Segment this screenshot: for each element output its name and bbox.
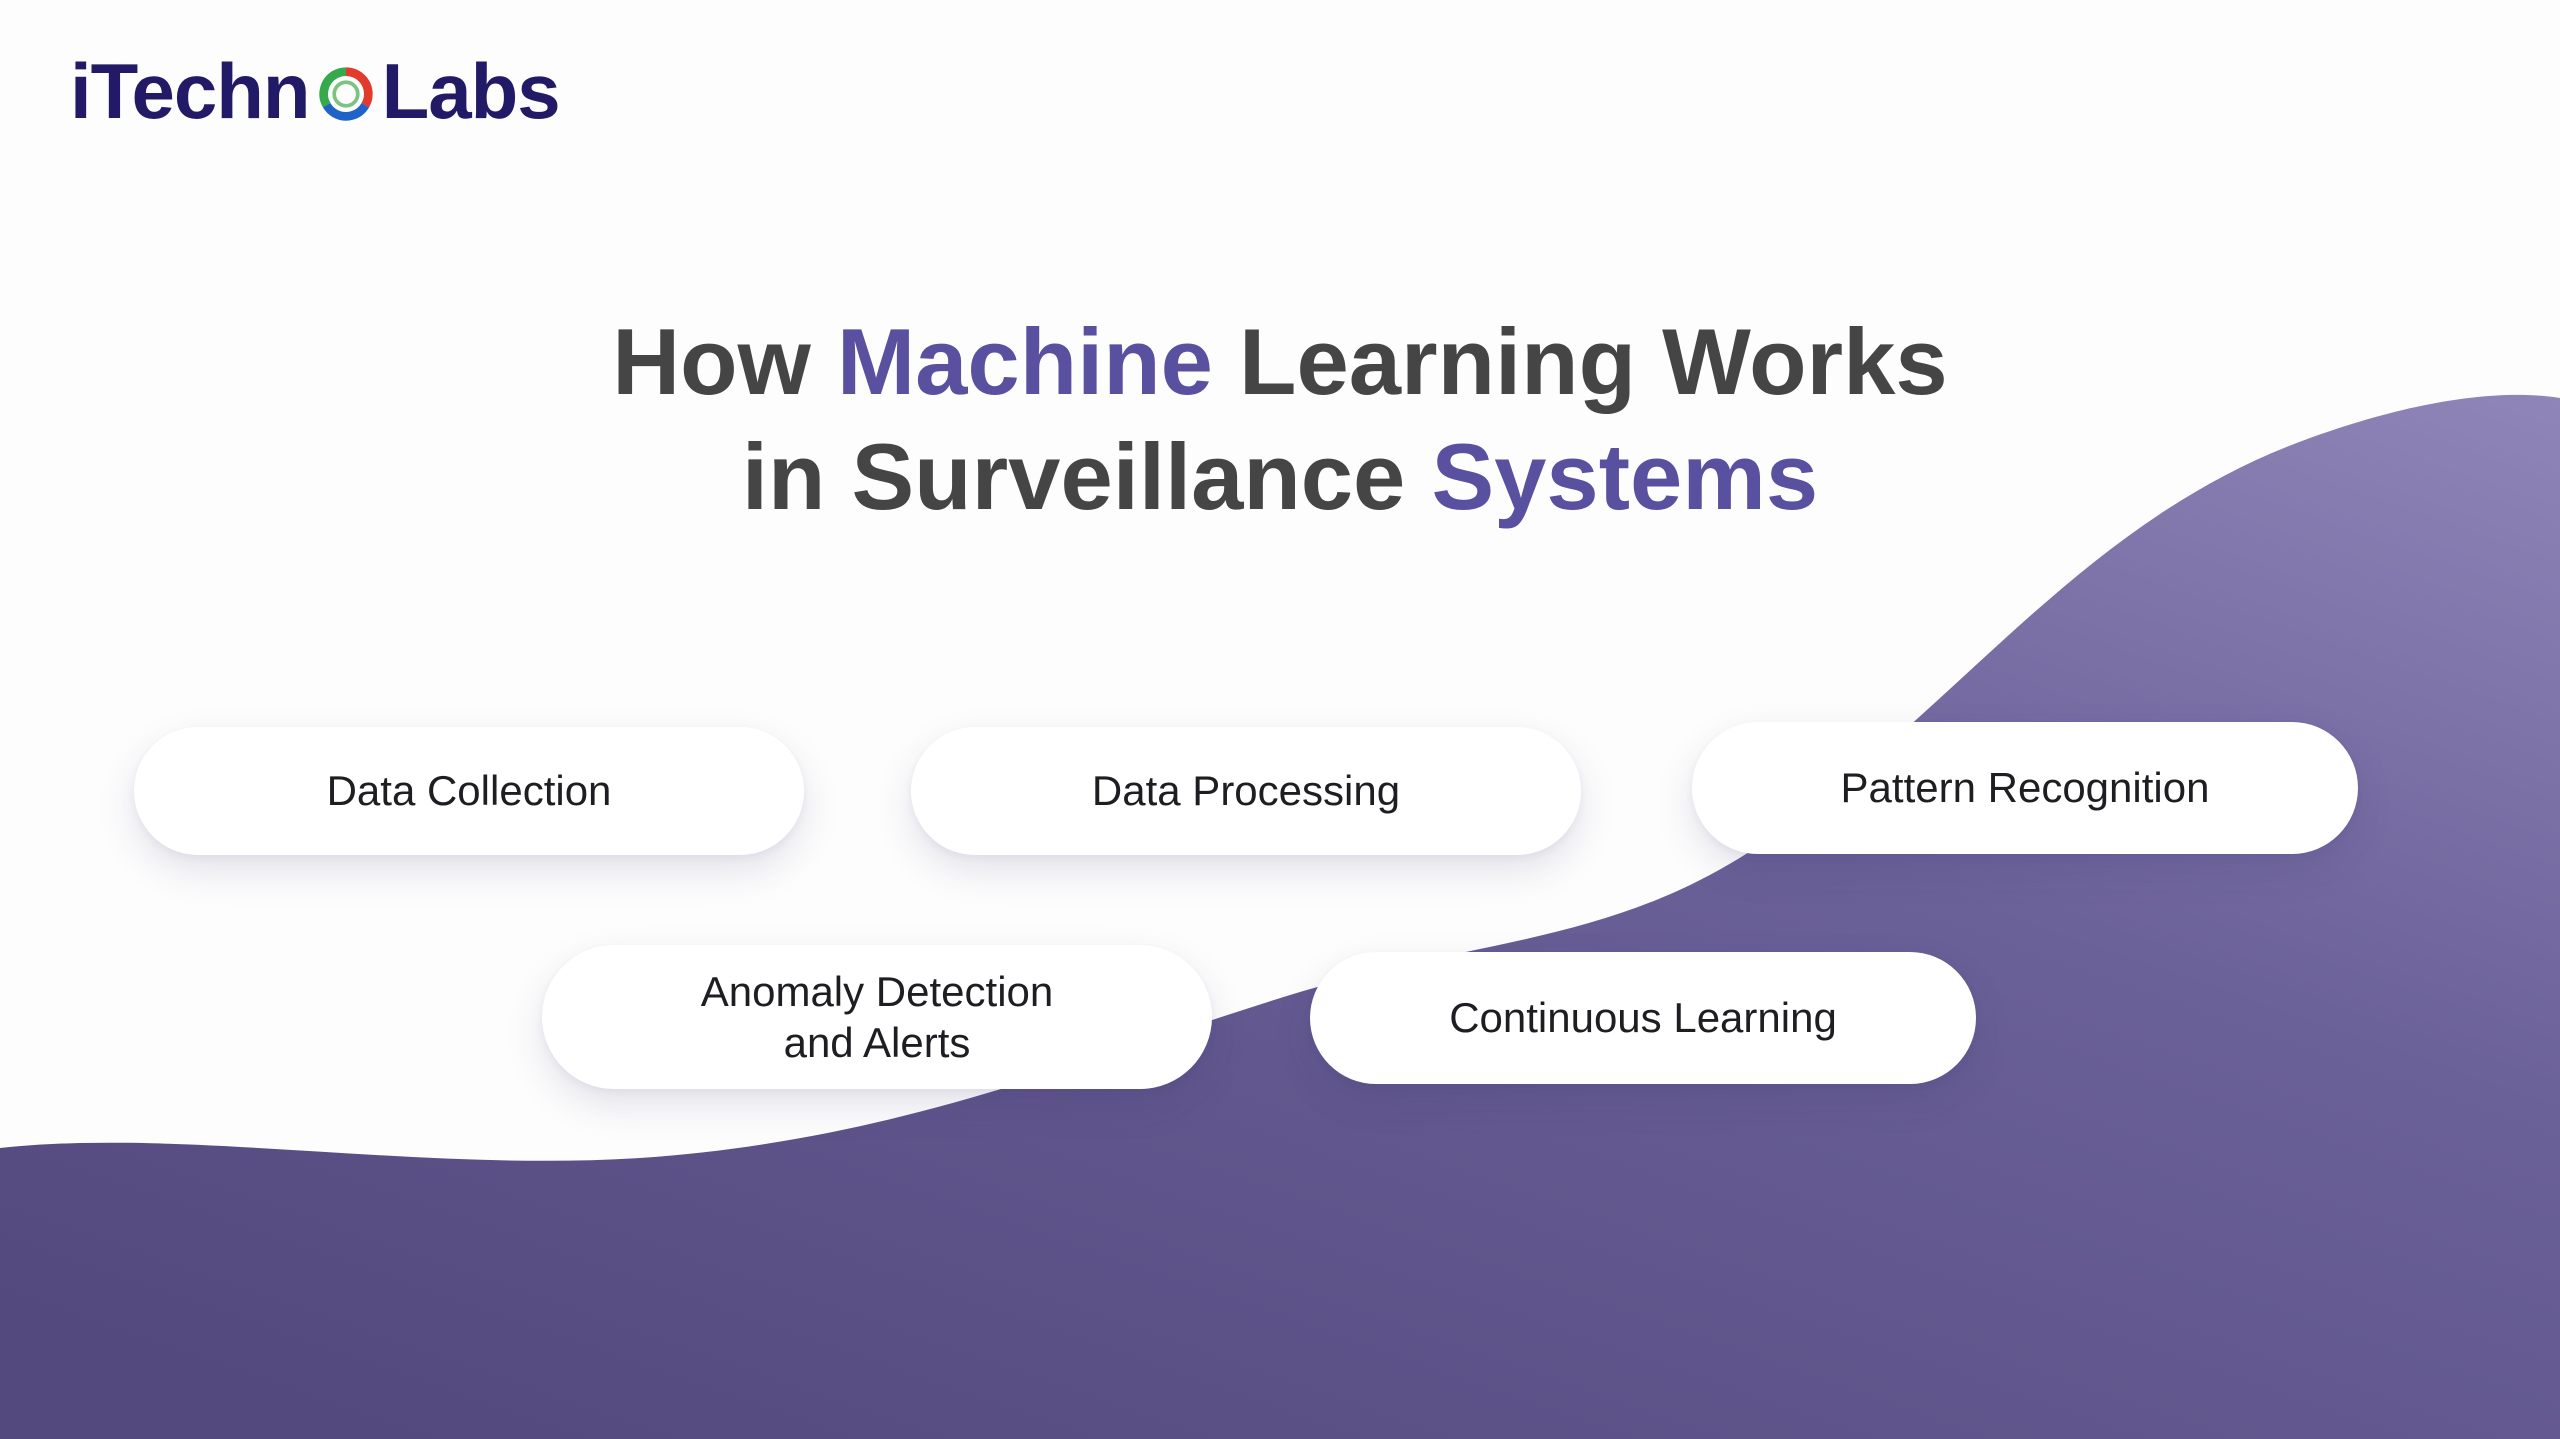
logo-o-icon <box>318 67 373 121</box>
wave-shape <box>0 394 2560 1439</box>
title-line1: How Machine Learning Works <box>612 309 1947 414</box>
pill-label: Continuous Learning <box>1449 994 1837 1042</box>
pill-label: Data Processing <box>1091 767 1401 815</box>
pill-continuous-learning: Continuous Learning <box>1310 952 1976 1084</box>
logo: iTechn Labs <box>70 47 561 135</box>
pill-data-processing: Data Processing <box>911 727 1581 855</box>
pill-label: Data Collection <box>326 767 612 815</box>
page-title: How Machine Learning Works in Surveillan… <box>0 305 2560 534</box>
title-line2: in Surveillance Systems <box>742 424 1818 529</box>
title-segment: in Surveillance <box>741 423 1432 529</box>
pill-data-collection: Data Collection <box>134 727 804 855</box>
title-segment: Learning Works <box>1212 308 1948 414</box>
logo-text-right: Labs <box>381 47 561 135</box>
title-segment-accent: Systems <box>1431 423 1819 529</box>
logo-text-left: iTechn <box>70 47 311 135</box>
title-segment: How <box>612 308 837 414</box>
title-segment-accent: Machine <box>836 308 1213 414</box>
pill-label: Anomaly Detection and Alerts <box>700 967 1054 1066</box>
pill-pattern-recognition: Pattern Recognition <box>1692 722 2358 854</box>
pill-anomaly-detection-and-alerts: Anomaly Detection and Alerts <box>542 945 1212 1089</box>
pill-label: Pattern Recognition <box>1840 764 2210 812</box>
